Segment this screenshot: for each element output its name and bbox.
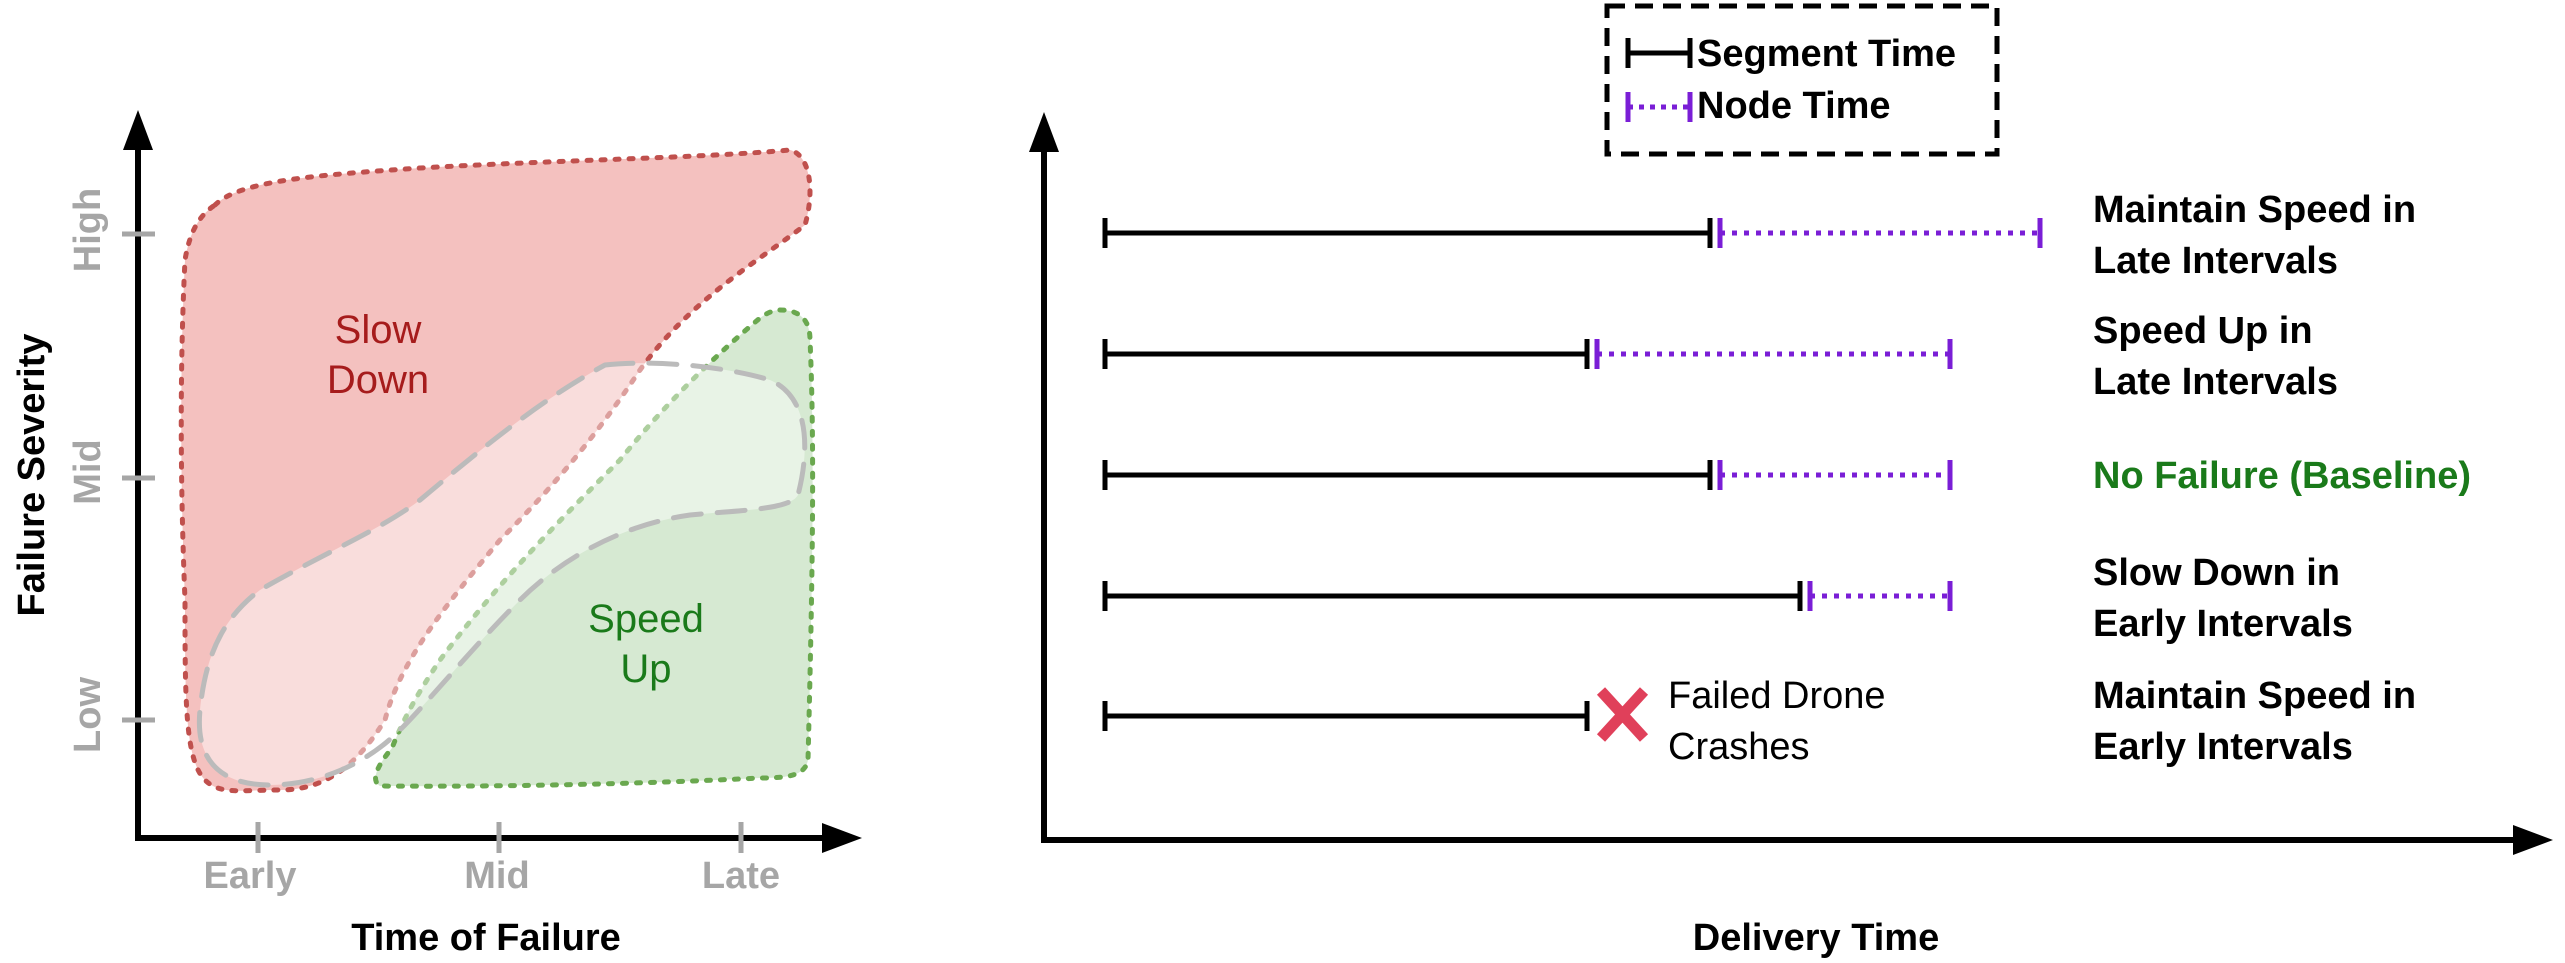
left-panel: Early Mid Late Low Mid High Time of Fail… [11, 110, 862, 959]
legend-node-label: Node Time [1697, 85, 1891, 127]
row-1-label-line2: Late Intervals [2093, 240, 2338, 282]
timeline-row-4 [1102, 581, 1953, 611]
slow-down-region [178, 147, 813, 794]
x-tick-label-mid: Mid [464, 855, 529, 897]
timeline-row-5 [1102, 701, 1590, 731]
y-tick-label-low: Low [67, 677, 109, 753]
x-tick-label-late: Late [702, 855, 780, 897]
y-tick-label-mid: Mid [67, 439, 109, 504]
row-2-label-line1: Speed Up in [2093, 310, 2313, 352]
row-1-label-line1: Maintain Speed in [2093, 189, 2416, 231]
left-y-axis-arrow [123, 110, 153, 150]
timeline-row-1 [1102, 218, 2043, 248]
legend-segment-swatch [1625, 38, 1693, 68]
right-x-axis-arrow [2513, 825, 2553, 855]
row-5-label-line2: Early Intervals [2093, 726, 2353, 768]
right-y-axis-arrow [1029, 112, 1059, 152]
timeline-row-2 [1102, 339, 1953, 369]
row-2-label-line2: Late Intervals [2093, 361, 2338, 403]
speed-up-label-line1: Speed [588, 597, 704, 641]
left-x-axis-arrow [822, 823, 862, 853]
timeline-row-3 [1102, 460, 1953, 490]
right-x-axis-label: Delivery Time [1693, 917, 1939, 959]
speed-up-label-line2: Up [620, 647, 671, 691]
legend-node-swatch [1625, 92, 1693, 122]
slow-down-label-line2: Down [327, 358, 429, 402]
crash-note-line2: Crashes [1668, 726, 1810, 768]
right-panel: Segment Time Node Time Delivery Time Mai… [1029, 3, 2553, 959]
crash-x-icon [1596, 687, 1649, 742]
legend-box [1604, 3, 2000, 157]
row-4-label-line2: Early Intervals [2093, 603, 2353, 645]
legend-segment-label: Segment Time [1697, 33, 1956, 75]
row-5-label-line1: Maintain Speed in [2093, 675, 2416, 717]
row-3-label-line1: No Failure (Baseline) [2093, 455, 2471, 497]
crash-note-line1: Failed Drone [1668, 675, 1886, 717]
left-y-axis-label: Failure Severity [11, 333, 53, 616]
y-tick-label-high: High [67, 188, 109, 272]
row-4-label-line1: Slow Down in [2093, 552, 2340, 594]
left-x-axis-label: Time of Failure [351, 917, 621, 959]
x-tick-label-early: Early [204, 855, 297, 897]
overlap-region [196, 360, 808, 788]
slow-down-label-line1: Slow [335, 308, 422, 352]
